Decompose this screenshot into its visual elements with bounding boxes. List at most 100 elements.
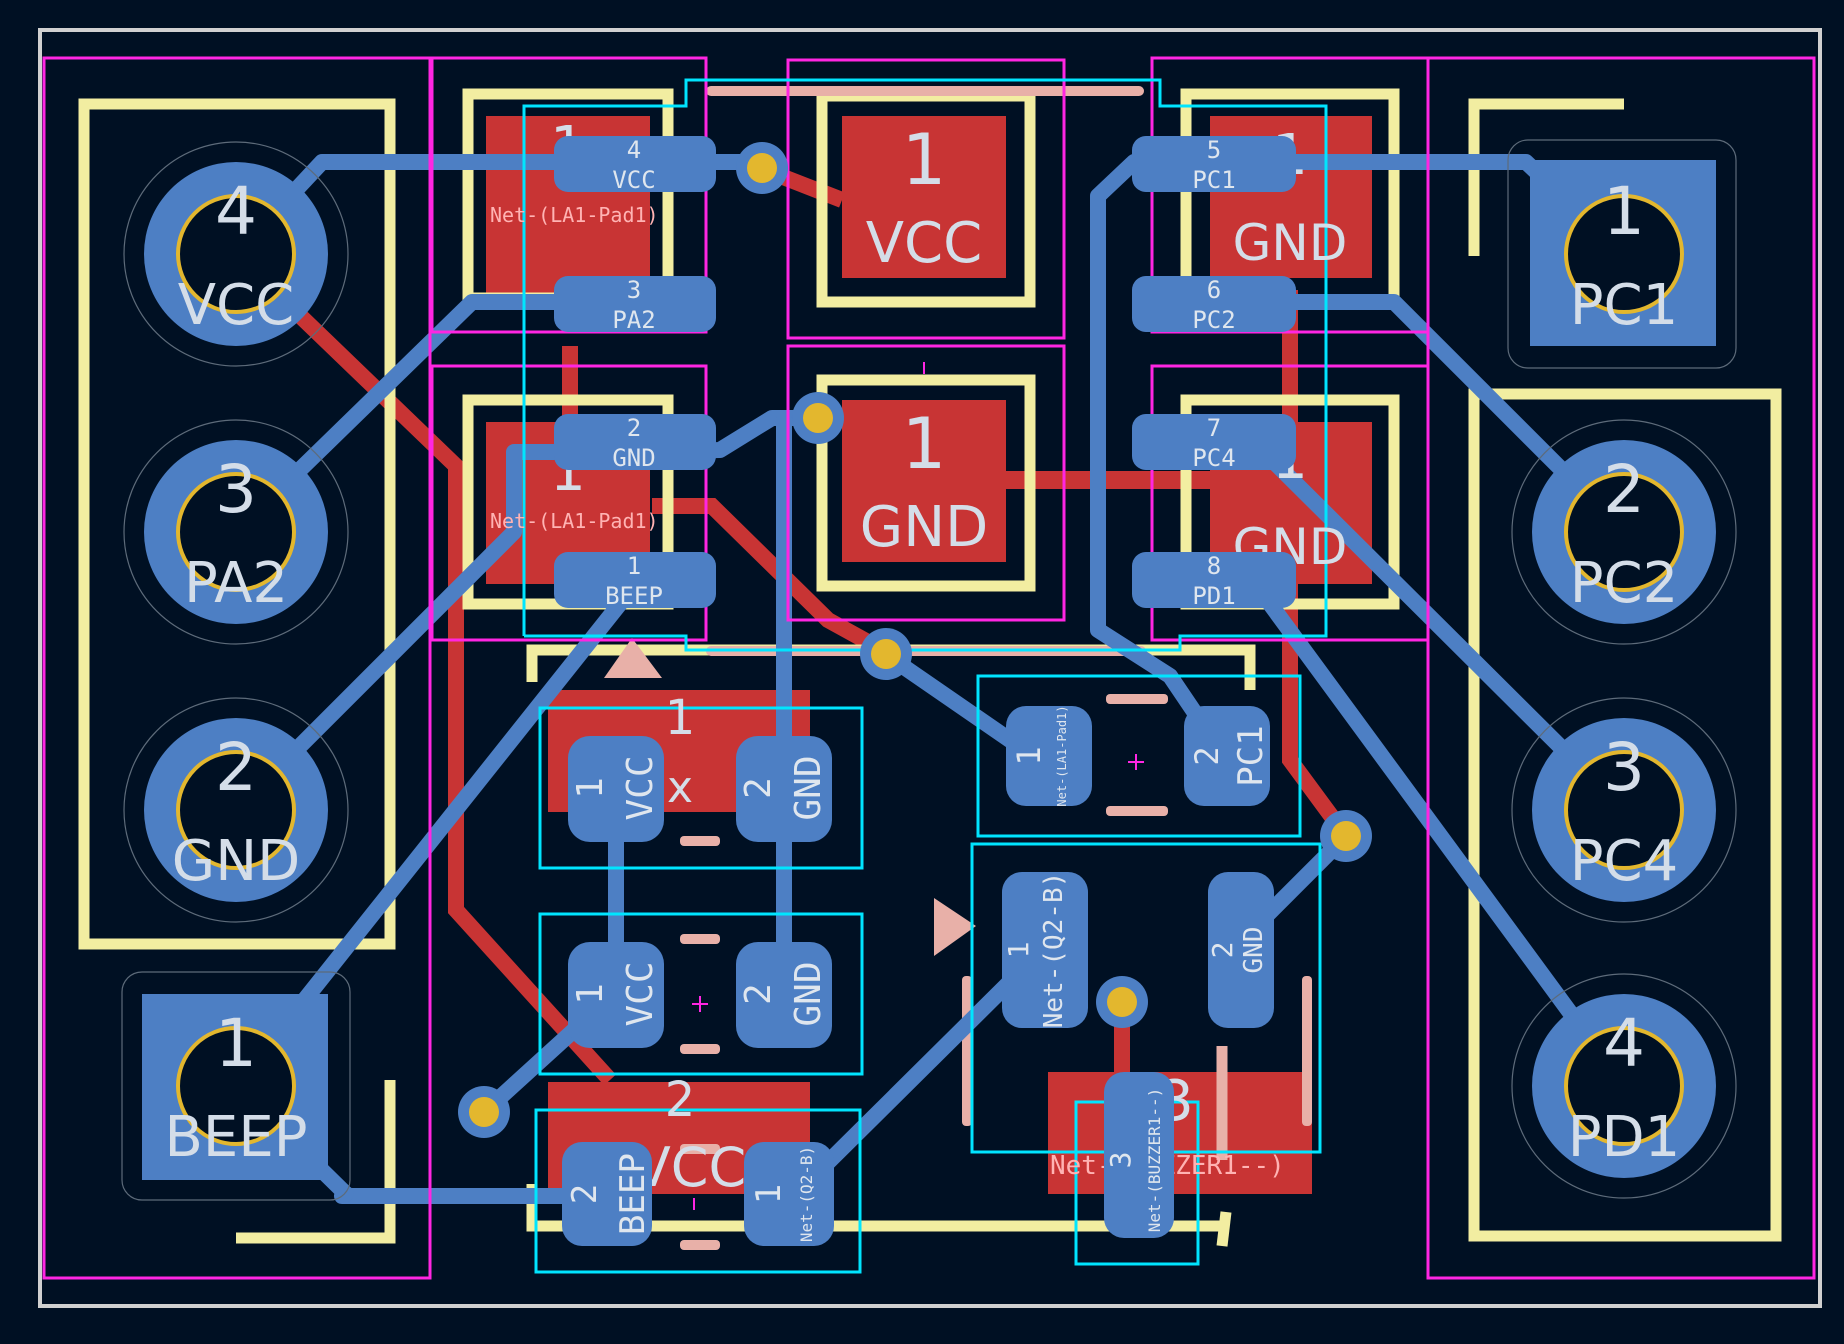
ic-pin-net: GND [612, 444, 655, 472]
ic-pin-6[interactable]: 6 PC2 [1132, 276, 1296, 334]
ic-u1: 4 VCC 3 PA2 2 GND 1 BEEP 5 PC1 6 PC2 [554, 136, 1296, 610]
fab-la1 [976, 674, 1302, 838]
header-pad-number: 2 [215, 729, 257, 806]
front-pad-buzzer[interactable] [1048, 1072, 1312, 1194]
ic-pin-4[interactable]: 4 VCC [554, 136, 716, 194]
ic-pin-number: 3 [627, 276, 641, 304]
ic-pin-number: 1 [627, 552, 641, 580]
via-la1[interactable] [860, 628, 912, 680]
bsilk-cap1-mark [680, 836, 720, 846]
q2-pad-2[interactable]: 2 GND [1206, 872, 1274, 1028]
header-pad-number: 1 [1603, 173, 1645, 250]
pad-net: GND [788, 755, 829, 820]
silk-pc1-corner [1468, 98, 1624, 256]
via-cap[interactable] [458, 1086, 510, 1138]
courtyard-pad-gnd [786, 344, 1066, 622]
silk-header-left [78, 98, 396, 950]
header-pad-left-3[interactable]: 3 PA2 [144, 440, 328, 624]
header-pad-right-1[interactable]: 1 PC1 [1530, 160, 1716, 346]
pad-net: Net-(Q2-B) [1039, 872, 1069, 1029]
header-left: 4 VCC 3 PA2 2 GND 1 BEEP [142, 162, 328, 1180]
ic-pin-1[interactable]: 1 BEEP [554, 552, 716, 610]
courtyard-pad-right-bottom [1150, 364, 1430, 642]
back-smd-pads: 1 VCC 2 GND 1 VCC 2 GND 2 BEEP 1 Net-(Q [562, 705, 1274, 1246]
header-pad-left-2[interactable]: 2 GND [144, 718, 328, 902]
silk-bottom-tick [1216, 1211, 1232, 1247]
smd-pad-gnd[interactable] [842, 400, 1006, 562]
ic-pin-net: VCC [612, 166, 655, 194]
clearance-h4 [123, 141, 349, 367]
q2-pad-1[interactable]: 1 Net-(Q2-B) [1002, 872, 1088, 1029]
res-pad-1[interactable]: 1 Net-(Q2-B) [744, 1142, 834, 1246]
ic-pin-number: 8 [1207, 552, 1221, 580]
pad-number: 2 [565, 1184, 605, 1204]
la1-pad-1[interactable]: 1 Net-(LA1-Pad1) [1006, 705, 1092, 807]
crosshair-markers [692, 362, 1144, 1210]
courtyard-layer [42, 56, 1816, 1280]
ic-pin-number: 5 [1207, 136, 1221, 164]
smd-pad-vcc[interactable] [842, 116, 1006, 278]
clearance-h1 [121, 971, 351, 1201]
front-pad-c1-suffix: x [667, 762, 693, 813]
header-pad-left-4[interactable]: 4 VCC [144, 162, 328, 346]
header-pad-net: PC2 [1570, 551, 1679, 616]
header-pad-right-3[interactable]: 3 PC4 [1532, 718, 1716, 902]
via-buzzer[interactable] [1096, 976, 1148, 1028]
pad-number: 1 [1002, 942, 1035, 959]
front-pad-c1-number: 1 [665, 690, 696, 746]
ic-pin-7[interactable]: 7 PC4 [1132, 414, 1296, 472]
fab-ic [522, 78, 1328, 652]
pad-number: 2 [738, 777, 779, 799]
net-label-la1-mid: Net-(LA1-Pad1) [490, 509, 659, 533]
cap-top-pad-2[interactable]: 2 GND [736, 736, 832, 842]
header-pad-net: PC1 [1570, 273, 1679, 338]
ic-pin-2[interactable]: 2 GND [554, 414, 716, 472]
smd-pad-right-top-net: GND [1233, 214, 1348, 272]
header-pad-number: 2 [1603, 451, 1645, 528]
fab-cap-top [538, 706, 864, 870]
via-q2[interactable] [1320, 810, 1372, 862]
ic-pin-net: PD1 [1192, 582, 1235, 610]
courtyard-pad-vcc [786, 58, 1066, 340]
ic-pin-net: BEEP [605, 582, 663, 610]
courtyard-pad-left-bottom [430, 364, 708, 642]
pad-net: VCC [620, 961, 661, 1026]
silk-header-right [1468, 388, 1782, 1242]
track-pc2 [1246, 294, 1632, 540]
header-pad-net: PA2 [184, 551, 288, 616]
header-pad-left-1[interactable]: 1 BEEP [142, 994, 328, 1180]
la1-pad-2[interactable]: 2 PC1 [1184, 706, 1271, 806]
ic-pin-5[interactable]: 5 PC1 [1132, 136, 1296, 194]
pad-number: 1 [749, 1184, 789, 1204]
bsilk-q2-right [1302, 976, 1312, 1126]
header-pad-net: BEEP [165, 1105, 308, 1170]
smd-pad-gnd-number: 1 [902, 403, 947, 485]
cap-bottom-pad-2[interactable]: 2 GND [736, 942, 832, 1048]
header-pad-net: PC4 [1570, 829, 1679, 894]
silk-pad-gnd [816, 374, 1036, 592]
front-track-la1 [652, 498, 890, 660]
via-gnd[interactable] [792, 392, 844, 444]
header-pad-right-4[interactable]: 4 PD1 [1532, 994, 1716, 1178]
bsilk-triangle-ic [604, 638, 662, 678]
q2-pad-3[interactable]: 3 Net-(BUZZER1--) [1104, 1072, 1174, 1238]
ic-pin-3[interactable]: 3 PA2 [554, 276, 716, 334]
clearance-r2 [1511, 419, 1737, 645]
clearance-r3 [1511, 697, 1737, 923]
courtyard-header-right [1426, 56, 1816, 1280]
pad-number: 2 [1206, 942, 1239, 959]
header-pad-net: GND [172, 829, 300, 894]
bsilk-triangle-q2 [934, 898, 976, 956]
header-pad-net: PD1 [1568, 1105, 1681, 1170]
res-pad-2[interactable]: 2 BEEP [562, 1142, 653, 1246]
fab-res [534, 1108, 862, 1274]
cap-top-pad-1[interactable]: 1 VCC [568, 736, 664, 842]
via-vcc[interactable] [736, 142, 788, 194]
header-pad-right-2[interactable]: 2 PC2 [1532, 440, 1716, 624]
ic-pin-8[interactable]: 8 PD1 [1132, 552, 1296, 610]
clearance-layer [121, 139, 1737, 1201]
ic-pin-number: 2 [627, 414, 641, 442]
pad-net: GND [788, 961, 829, 1026]
cap-bottom-pad-1[interactable]: 1 VCC [568, 942, 664, 1048]
bsilk-cap2-mark-b [680, 1044, 720, 1054]
